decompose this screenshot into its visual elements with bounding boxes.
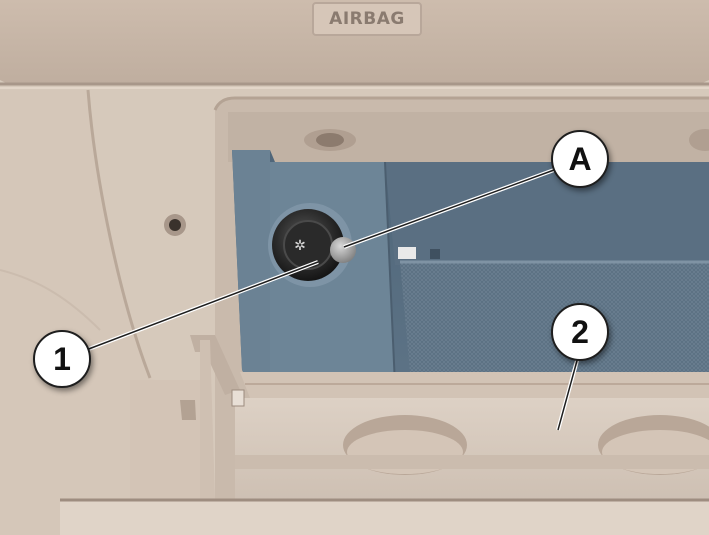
glovebox-lid xyxy=(235,398,709,505)
left-side-panel xyxy=(0,90,155,535)
lid-front-edge xyxy=(60,500,709,535)
lock-cylinder xyxy=(330,237,356,263)
callout-a: A xyxy=(551,130,609,188)
interior-tab xyxy=(398,247,416,259)
airbag-label: AIRBAG xyxy=(312,2,422,36)
airbag-cover-panel xyxy=(0,0,709,84)
callout-2: 2 xyxy=(551,303,609,361)
callout-1: 1 xyxy=(33,330,91,388)
fan-symbol: ✲ xyxy=(294,238,306,254)
